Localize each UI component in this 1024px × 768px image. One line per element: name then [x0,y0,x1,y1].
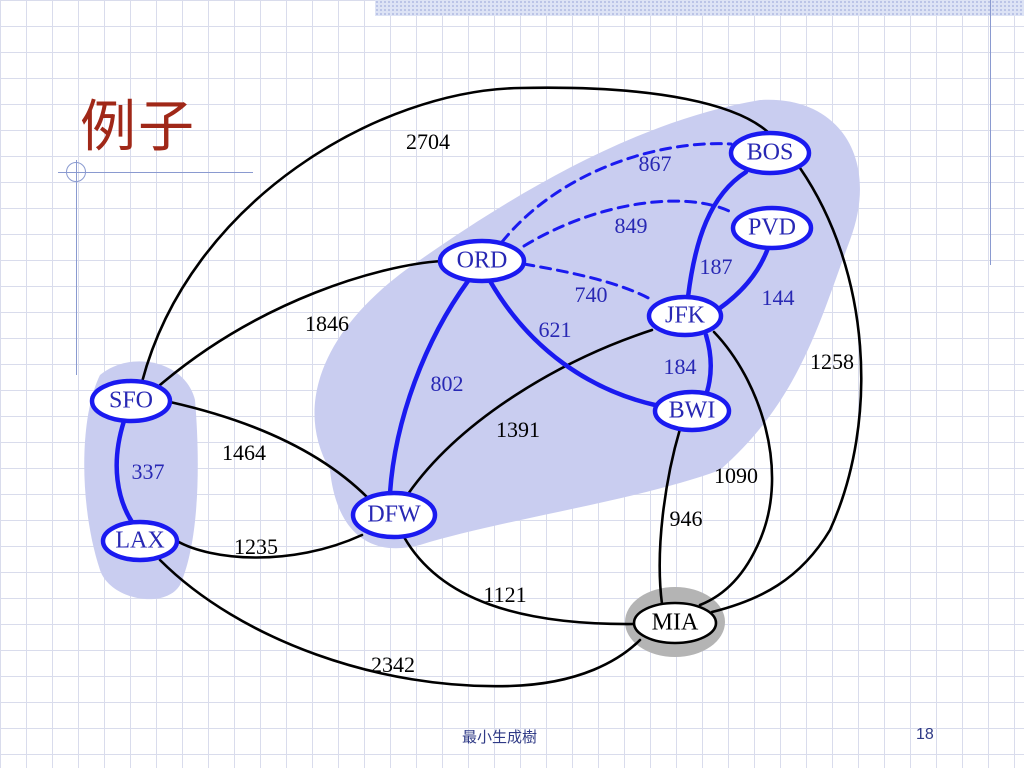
node-shape-bos [728,130,812,176]
edge-jfk-mia [698,330,774,607]
edge-ord-bwi [487,278,658,408]
left-rule-circle [66,162,86,182]
node-ord: ORD [437,238,527,284]
graph-edges [114,86,863,688]
node-label-sfo: SFO [109,388,153,414]
edge-jfk-bwi [703,332,713,395]
edge-sfo-bos [140,86,772,384]
edge-weight-dfw-ord: 802 [431,371,464,396]
node-sfo: SFO [89,378,173,424]
node-shape-pvd [730,205,814,251]
node-bwi: BWI [652,389,732,433]
edge-weight-jfk-bos: 187 [700,254,733,279]
edge-lax-dfw [175,533,364,559]
footer-title: 最小生成樹 [462,728,538,746]
node-label-mia: MIA [652,610,699,636]
node-label-bos: BOS [747,140,794,166]
node-label-dfw: DFW [367,502,421,528]
edge-sfo-lax [114,418,135,525]
node-label-jfk: JFK [665,303,706,329]
node-shape-mia [632,601,718,645]
edge-weight-sfo-dfw: 1464 [222,440,266,465]
node-lax: LAX [100,519,180,563]
right-rule [990,0,991,265]
node-jfk: JFK [646,294,724,338]
node-dfw: DFW [350,490,438,540]
edge-dfw-jfk [406,328,654,496]
slide-title: 例子 [80,95,196,160]
node-pvd: PVD [730,205,814,251]
edge-weight-jfk-bwi: 184 [664,354,697,379]
node-label-bwi: BWI [669,398,716,424]
edge-ord-bos [500,142,733,244]
node-shape-dfw [350,490,438,540]
edge-ord-jfk [522,262,654,302]
node-shape-lax [100,519,180,563]
node-label-ord: ORD [457,248,508,274]
left-rule-vertical [76,160,77,375]
edge-weight-sfo-lax: 337 [132,459,165,484]
edge-weight-jfk-pvd: 144 [762,285,795,310]
edge-weight-bos-mia: 1258 [810,349,854,374]
edge-weight-lax-mia: 2342 [371,652,415,677]
node-label-pvd: PVD [748,215,796,241]
edge-weight-dfw-jfk: 1391 [496,417,540,442]
edge-weight-jfk-mia: 1090 [714,463,758,488]
node-label-lax: LAX [115,528,164,554]
edge-weight-sfo-ord: 1846 [305,311,349,336]
edge-weight-bwi-mia: 946 [670,506,703,531]
node-bos: BOS [728,130,812,176]
edge-jfk-pvd [717,245,771,311]
edge-jfk-bos [685,169,749,300]
edge-weight-ord-bos: 867 [639,151,672,176]
edge-sfo-ord [158,259,444,387]
page-number: 18 [916,726,934,743]
node-shape-jfk [646,294,724,338]
edge-weight-ord-bwi: 621 [539,317,572,342]
node-mia: MIA [632,601,718,645]
edge-dfw-ord [387,278,471,496]
edge-weight-dfw-mia: 1121 [483,582,526,607]
edge-ord-pvd [522,199,735,248]
header-band [375,0,1024,16]
edge-bwi-mia [658,427,682,606]
edge-dfw-mia [402,535,636,626]
edge-weight-ord-pvd: 849 [615,213,648,238]
east-region [314,99,860,549]
edge-sfo-dfw [168,400,370,500]
edge-weight-labels: 2704 1846 1464 337 1235 2342 802 1391 1121 867 849… [132,129,855,677]
node-shape-ord [437,238,527,284]
edge-weight-sfo-bos: 2704 [406,129,450,154]
edge-weight-ord-jfk: 740 [575,282,608,307]
graph-nodes: BOS PVD ORD JFK BWI SFO LAX DFW MIA [89,130,814,645]
node-shape-sfo [89,378,173,424]
edge-bos-mia [710,166,863,614]
highlight-regions [84,99,860,657]
edge-weight-lax-dfw: 1235 [234,534,278,559]
node-shape-bwi [652,389,732,433]
left-rule-horizontal [58,172,253,173]
edge-lax-mia [158,558,642,688]
